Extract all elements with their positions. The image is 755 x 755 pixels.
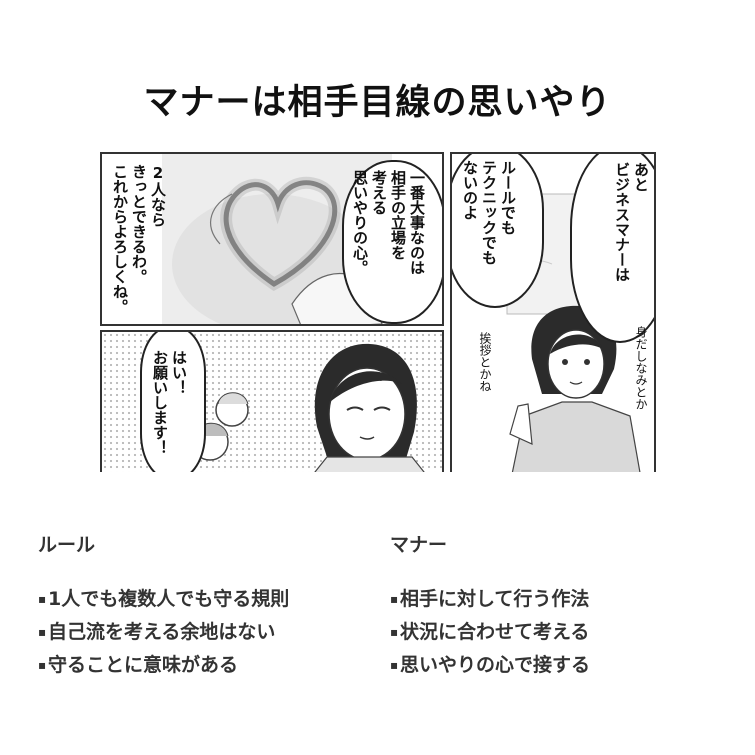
rules-heading: ルール (38, 534, 96, 556)
speech-bubble (570, 154, 654, 343)
list-item: ▪状況に合わせて考える (390, 621, 590, 643)
speech-bubble (342, 160, 442, 324)
handwritten-note-1: 身だしなみとか (634, 326, 648, 410)
manga-panel-bottom-left: はい！ お願いします！ (100, 330, 444, 472)
manga-panel-right: あと ビジネスマナーは ルールでも テクニックでも ないのよ 身だしなみとか 挨… (450, 152, 656, 472)
speech-bubble (140, 332, 206, 472)
speech-text-right: 一番大事なのは 相手の立場を 考える 思いやりの心。 (351, 170, 426, 275)
speech-text-bottom: はい！ お願いします！ (151, 350, 188, 455)
list-item: ▪相手に対して行う作法 (390, 588, 590, 610)
list-item: ▪守ることに意味がある (38, 654, 239, 676)
rules-section: ルール ▪1人でも複数人でも守る規則 ▪自己流を考える余地はない ▪守ることに意… (38, 530, 289, 682)
rules-list: ▪1人でも複数人でも守る規則 ▪自己流を考える余地はない ▪守ることに意味がある (38, 583, 289, 682)
manners-section: マナー ▪相手に対して行う作法 ▪状況に合わせて考える ▪思いやりの心で接する (390, 530, 590, 682)
characters-illustration (191, 343, 425, 472)
page-title: マナーは相手目線の思いやり (143, 83, 612, 123)
list-item: ▪1人でも複数人でも守る規則 (38, 588, 290, 610)
manga-panel-top-left: 一番大事なのは 相手の立場を 考える 思いやりの心。 2人なら きっとできるわ。… (100, 152, 444, 326)
list-item: ▪思いやりの心で接する (390, 654, 591, 676)
manners-list: ▪相手に対して行う作法 ▪状況に合わせて考える ▪思いやりの心で接する (390, 583, 590, 682)
manners-heading: マナー (390, 534, 448, 556)
speech-text-right-middle: ルールでも テクニックでも ないのよ (461, 160, 517, 265)
speech-bubble (452, 154, 544, 308)
speech-text-left: 2人なら きっとできるわ。 これからよろしくね。 (111, 164, 167, 314)
manga-illustration: 一番大事なのは 相手の立場を 考える 思いやりの心。 2人なら きっとできるわ。… (100, 152, 656, 472)
list-item: ▪自己流を考える余地はない (38, 621, 276, 643)
speech-text-right-top: あと ビジネスマナーは (613, 162, 650, 282)
handwritten-note-2: 挨拶とかね (478, 332, 492, 392)
